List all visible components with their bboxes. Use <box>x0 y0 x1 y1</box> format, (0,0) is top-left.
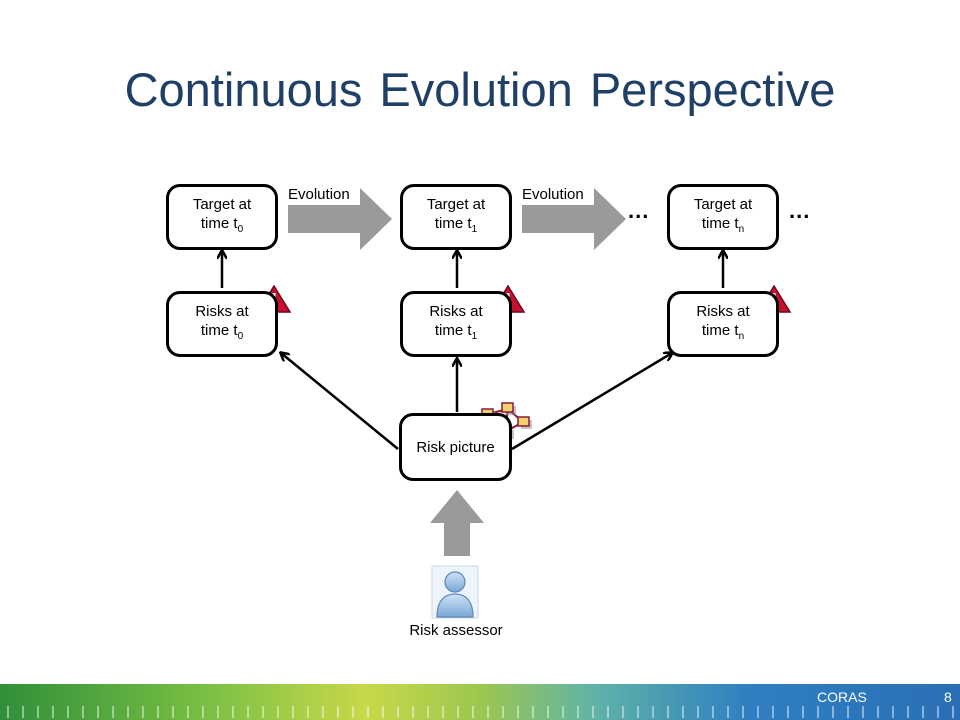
footer-ticks <box>7 706 954 718</box>
evolution-arrow-icon-2 <box>522 188 626 250</box>
ellipsis-2: ... <box>789 198 811 223</box>
risk-assessor-label: Risk assessor <box>409 622 503 639</box>
assessor-arrow-icon <box>430 490 484 556</box>
evolution-label-2: Evolution <box>522 186 584 203</box>
connector-picture-riskn <box>511 353 672 451</box>
evolution-arrow-icon-1 <box>288 188 392 250</box>
person-icon <box>431 565 479 619</box>
footer-bar <box>0 684 960 720</box>
footer-brand: CORAS <box>817 689 867 705</box>
ellipsis-1: ... <box>628 198 650 223</box>
evolution-label-1: Evolution <box>288 186 350 203</box>
risk-picture-node: Risk picture <box>399 413 512 481</box>
slide-title: Continuous Evolution Perspective <box>124 63 836 116</box>
footer-page-number: 8 <box>944 689 952 705</box>
connector-picture-risk0 <box>281 353 399 450</box>
